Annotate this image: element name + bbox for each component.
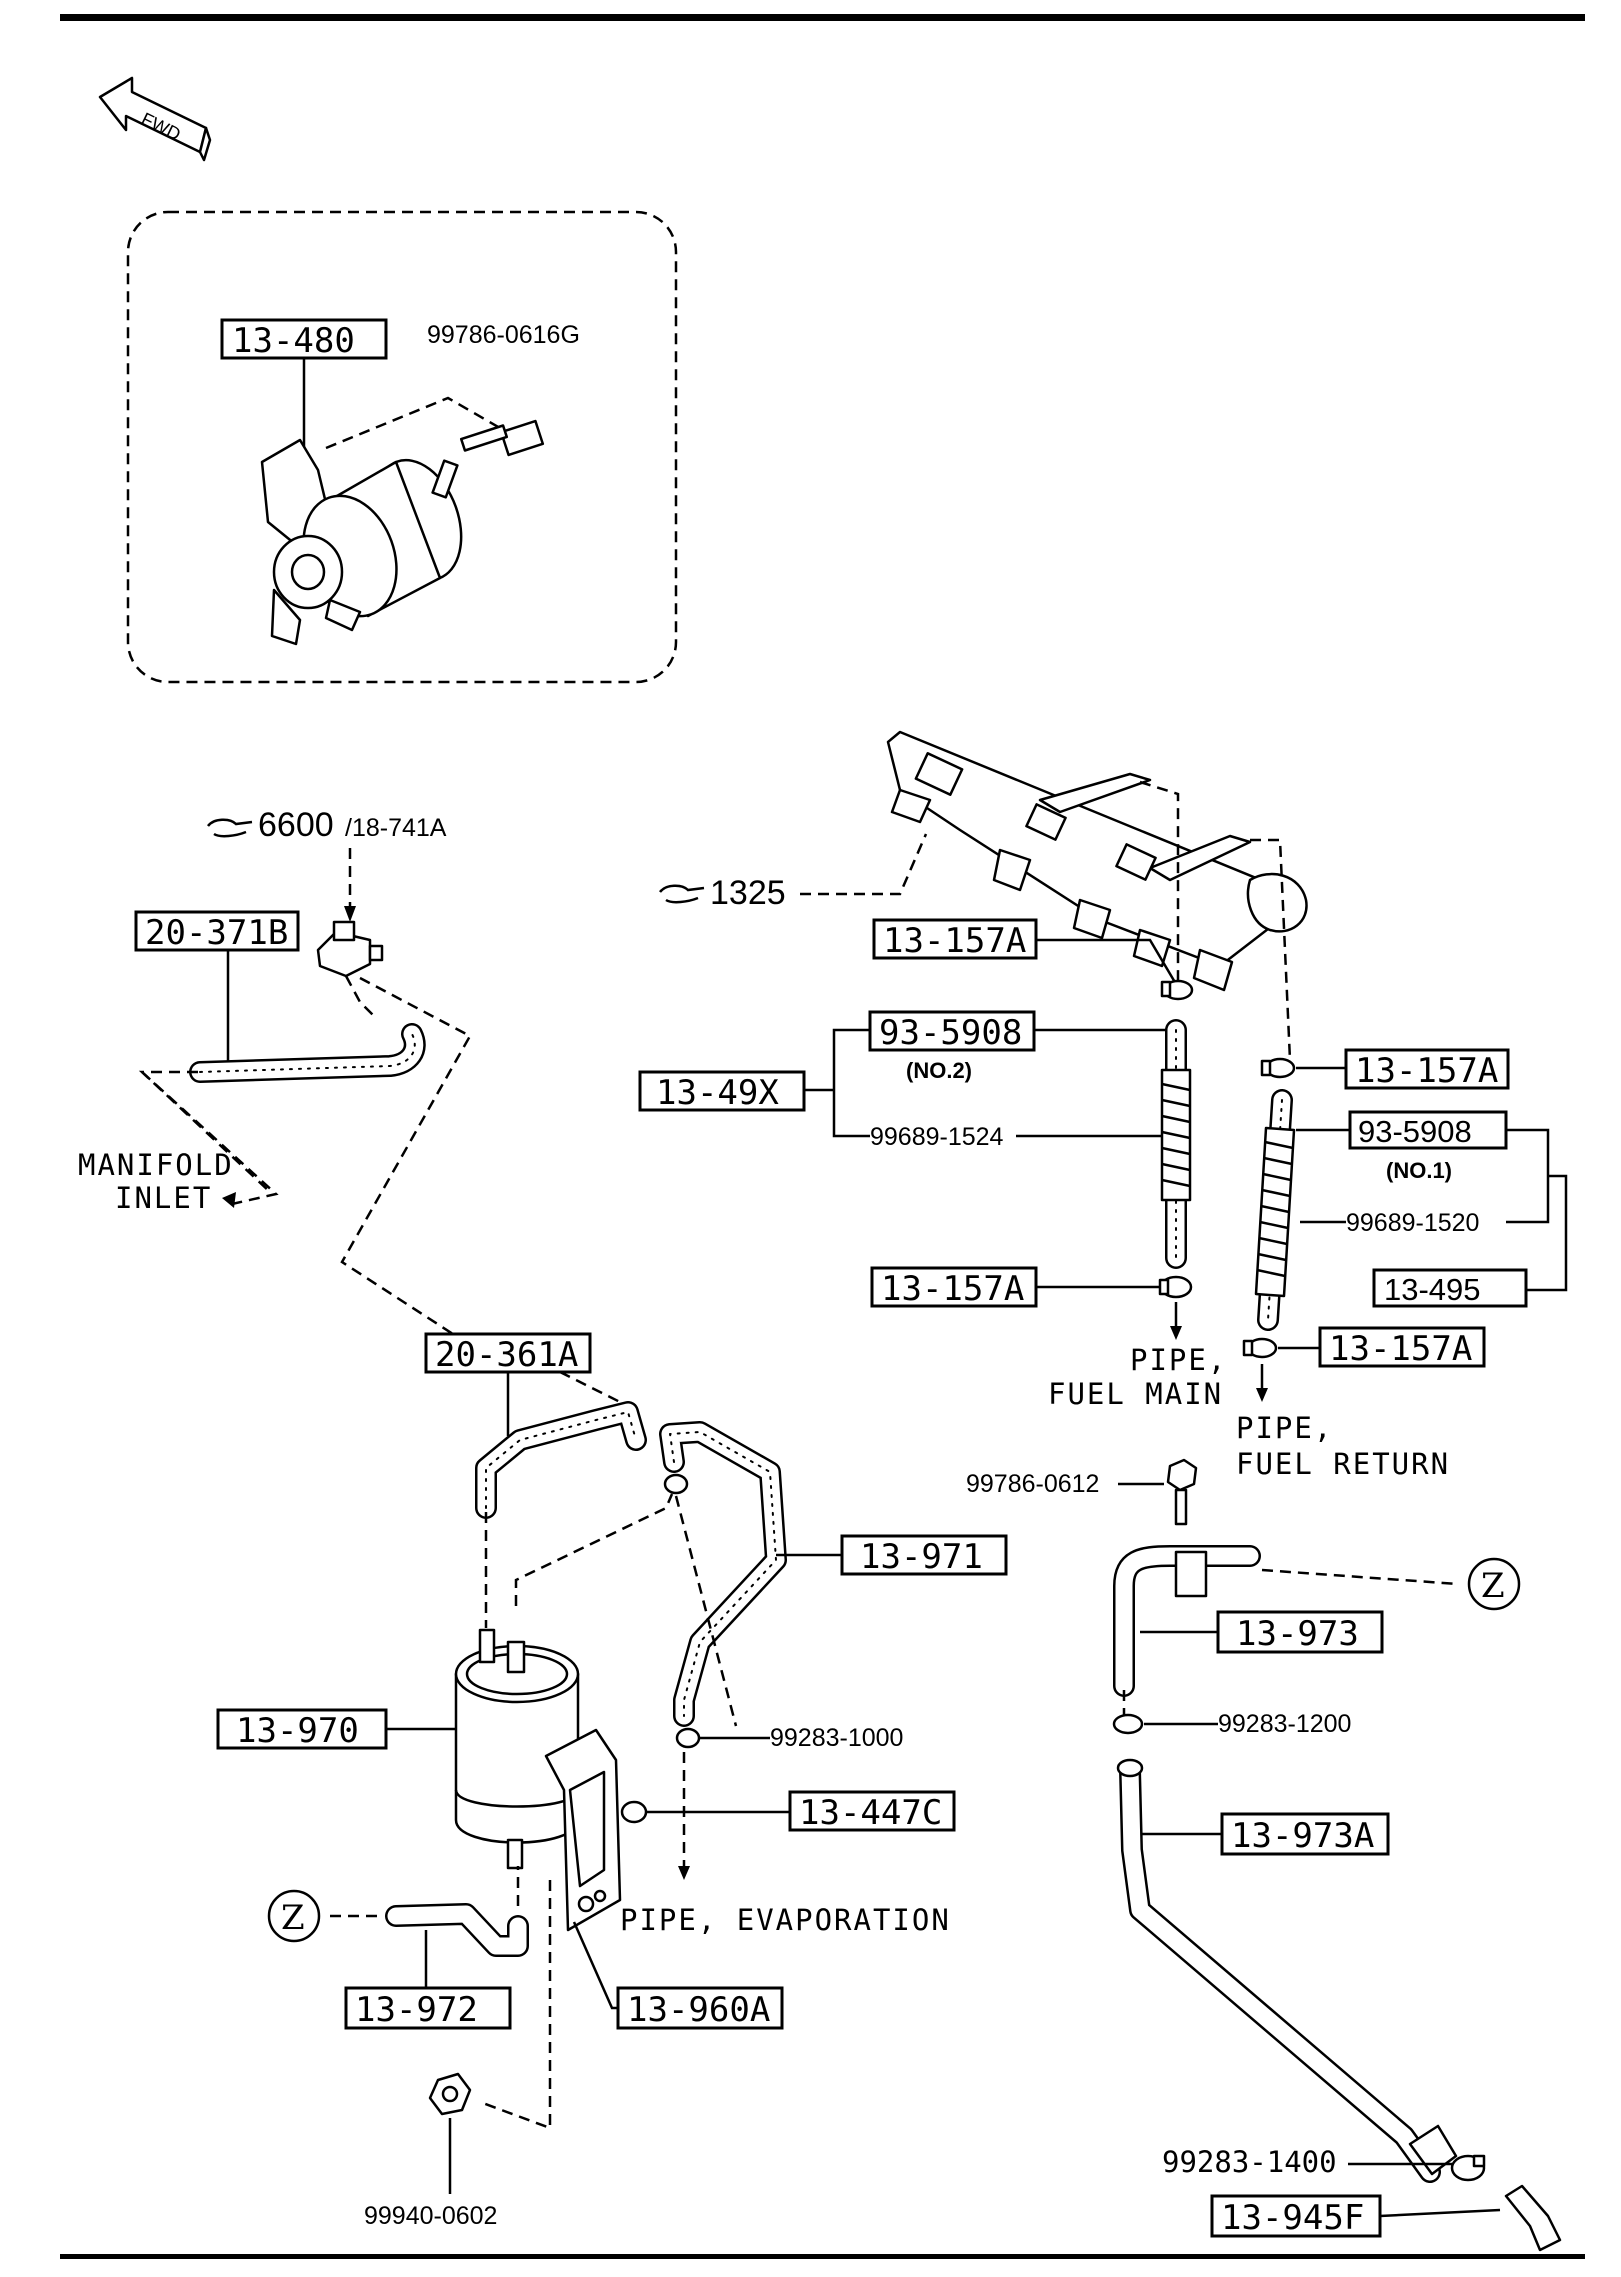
part-20-361A-label: 20-361A: [435, 1335, 578, 1375]
ref-99283-1200: 99283-1200: [1218, 1710, 1351, 1738]
hose-clamp-icon: [1158, 1275, 1193, 1299]
ref-6600: 6600: [258, 806, 334, 844]
bolt-icon: [1166, 1458, 1198, 1526]
inset-group: 13-480 99786-0616G: [126, 210, 678, 684]
hose-clamp-icon: [663, 1473, 689, 1495]
bracket-drawing: [544, 1728, 622, 1932]
note-pipe-fuel-return-1: PIPE,: [1236, 1411, 1333, 1445]
part-13-972-label: 13-972: [355, 1990, 478, 2030]
top-rule: [60, 14, 1585, 21]
note-pipe-fuel-main-1: PIPE,: [1130, 1343, 1227, 1377]
part-13-945F-label: 13-945F: [1221, 2198, 1364, 2238]
hose-clamp-icon: [1242, 1337, 1278, 1359]
part-13-973A-label: 13-973A: [1231, 1816, 1374, 1856]
part-13-973-label: 13-973: [1236, 1614, 1359, 1654]
fuel-rail-drawing: [886, 730, 1308, 992]
fuel-rail-group: 1325: [659, 730, 1308, 1061]
part-13-495-label: 13-495: [1384, 1272, 1481, 1307]
hose-clamp-icon: [1450, 2154, 1486, 2182]
hose-clamp-icon: [675, 1727, 701, 1749]
svg-text:Z: Z: [281, 1898, 305, 1938]
ref-99283-1000: 99283-1000: [770, 1724, 903, 1752]
note-no2: (NO.2): [906, 1058, 972, 1083]
ref-99786-0616G: 99786-0616G: [427, 321, 580, 349]
vacuum-switch-drawing: [316, 920, 384, 978]
svg-text:Z: Z: [1481, 1566, 1505, 1606]
hand-pointer-icon: [659, 884, 705, 904]
bottom-rule: [60, 2254, 1585, 2259]
vacuum-hose-group: 6600 /18-741A 20-371B MANIFOLD INLET: [78, 806, 472, 1338]
note-manifold: MANIFOLD: [78, 1148, 234, 1182]
ref-99786-0612: 99786-0612: [966, 1470, 1099, 1498]
part-13-157A-label-3: 13-157A: [1355, 1051, 1498, 1091]
ref-99283-1400: 99283-1400: [1162, 2145, 1337, 2179]
ref-99940-0602: 99940-0602: [364, 2202, 497, 2230]
part-13-960A-label: 13-960A: [627, 1990, 770, 2030]
part-13-971-label: 13-971: [860, 1537, 983, 1577]
note-pipe-fuel-return-2: FUEL RETURN: [1236, 1447, 1450, 1481]
z-marker-right: Z: [1467, 1557, 1521, 1611]
fuel-filter-drawing: [260, 438, 463, 646]
fuel-return-hose-group: 13-157A 93-5908 (NO.1) 99689-1520 13-495…: [1236, 1048, 1568, 1481]
part-93-5908-label-b: 93-5908: [1358, 1114, 1472, 1149]
canister-group: 20-361A 13-971 99283-1000: [216, 1332, 1008, 2230]
z-marker-left: Z: [267, 1889, 321, 1943]
part-13-447C-label: 13-447C: [799, 1793, 942, 1833]
part-20-371B-label: 20-371B: [145, 913, 288, 953]
ref-99689-1520: 99689-1520: [1346, 1209, 1479, 1237]
protector-sleeve-drawing: [1160, 1068, 1192, 1202]
hose-clamp-icon: [1260, 1057, 1296, 1079]
part-13-970-label: 13-970: [236, 1711, 359, 1751]
ref-1325: 1325: [710, 874, 786, 912]
protector-sleeve-drawing: [1254, 1126, 1296, 1298]
note-inlet: INLET: [115, 1181, 212, 1215]
ref-99689-1524: 99689-1524: [870, 1123, 1004, 1151]
fwd-arrow-icon: FWD: [98, 76, 212, 162]
ref-18-741A: /18-741A: [345, 814, 447, 842]
part-13-480-label: 13-480: [232, 321, 355, 361]
note-pipe-evaporation: PIPE, EVAPORATION: [620, 1903, 951, 1937]
part-93-5908-label-a: 93-5908: [879, 1013, 1022, 1053]
note-no1: (NO.1): [1386, 1158, 1452, 1183]
fuel-main-hose-group: 13-157A 93-5908 (NO.2) 13-49X 99689-1524…: [638, 918, 1227, 1411]
return-pipe-group: 99786-0612 Z 13-973 99283-1200 13-973A: [966, 1458, 1562, 2252]
nut-icon: [428, 2072, 472, 2116]
hand-pointer-icon: [207, 818, 253, 838]
part-13-157A-label-2: 13-157A: [881, 1269, 1024, 1309]
connector-drawing: [1504, 2184, 1562, 2252]
part-13-157A-label-1: 13-157A: [883, 921, 1026, 961]
note-pipe-fuel-main-2: FUEL MAIN: [1048, 1377, 1223, 1411]
bolt-icon: [459, 419, 545, 457]
hose-clamp-icon: [1112, 1713, 1144, 1735]
hose-clamp-icon: [1160, 979, 1194, 1001]
part-13-157A-label-4: 13-157A: [1329, 1329, 1472, 1369]
hose-clamp-icon: [620, 1800, 648, 1824]
part-13-49X-label: 13-49X: [656, 1073, 779, 1113]
inset-frame: [126, 210, 678, 684]
